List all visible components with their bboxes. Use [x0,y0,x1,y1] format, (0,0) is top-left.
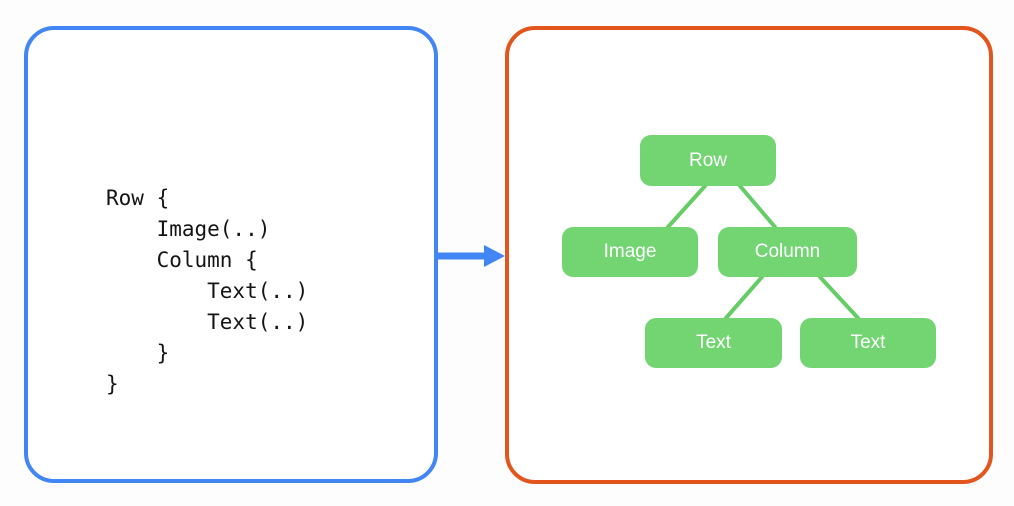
tree-node-row[interactable]: Row [640,135,776,186]
tree-node-image[interactable]: Image [562,227,698,277]
code-block: Row { Image(..) Column { Text(..) Text(.… [106,186,309,396]
arrow-head [484,245,505,267]
tree-node-text-2[interactable]: Text [800,318,936,368]
tree-node-column[interactable]: Column [718,227,857,277]
transform-arrow [436,245,505,267]
tree-node-text-1[interactable]: Text [645,318,782,368]
code-panel: Row { Image(..) Column { Text(..) Text(.… [24,26,438,483]
